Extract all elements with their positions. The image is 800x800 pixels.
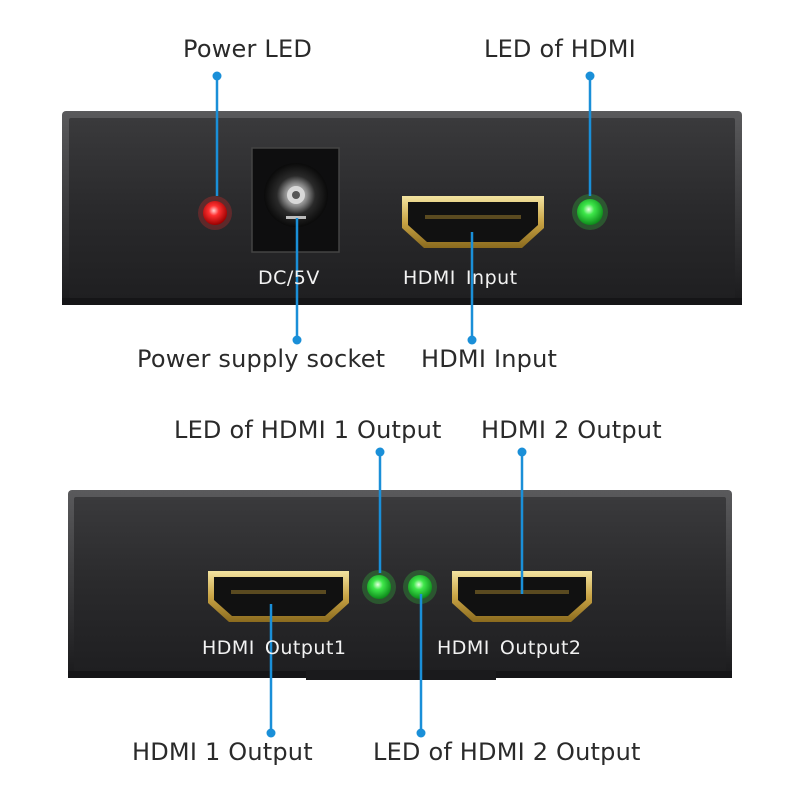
callout-led-hdmi2-output: LED of HDMI 2 Output xyxy=(373,738,641,766)
pointer-lines xyxy=(212,71,595,738)
callout-hdmi-input: HDMI Input xyxy=(421,345,558,373)
hdmi-output1-led xyxy=(362,570,396,604)
callout-hdmi2-output: HDMI 2 Output xyxy=(481,416,662,444)
hdmi-input-port xyxy=(402,196,544,248)
dc-5v-label: DC/5V xyxy=(258,267,320,289)
callout-hdmi1-output: HDMI 1 Output xyxy=(132,738,313,766)
hdmi-input-led xyxy=(572,194,608,230)
bottom-panel xyxy=(68,490,732,680)
dc-power-socket xyxy=(251,147,340,253)
power-led xyxy=(198,196,232,230)
callout-led-of-hdmi: LED of HDMI xyxy=(484,35,636,63)
callout-power-led: Power LED xyxy=(183,35,313,63)
callout-power-supply-socket: Power supply socket xyxy=(137,345,386,373)
callout-led-hdmi1-output: LED of HDMI 1 Output xyxy=(174,416,442,444)
hdmi-output2-led xyxy=(403,570,437,604)
hdmi-output2-port xyxy=(452,571,592,622)
hdmi-output1-port xyxy=(208,571,349,622)
